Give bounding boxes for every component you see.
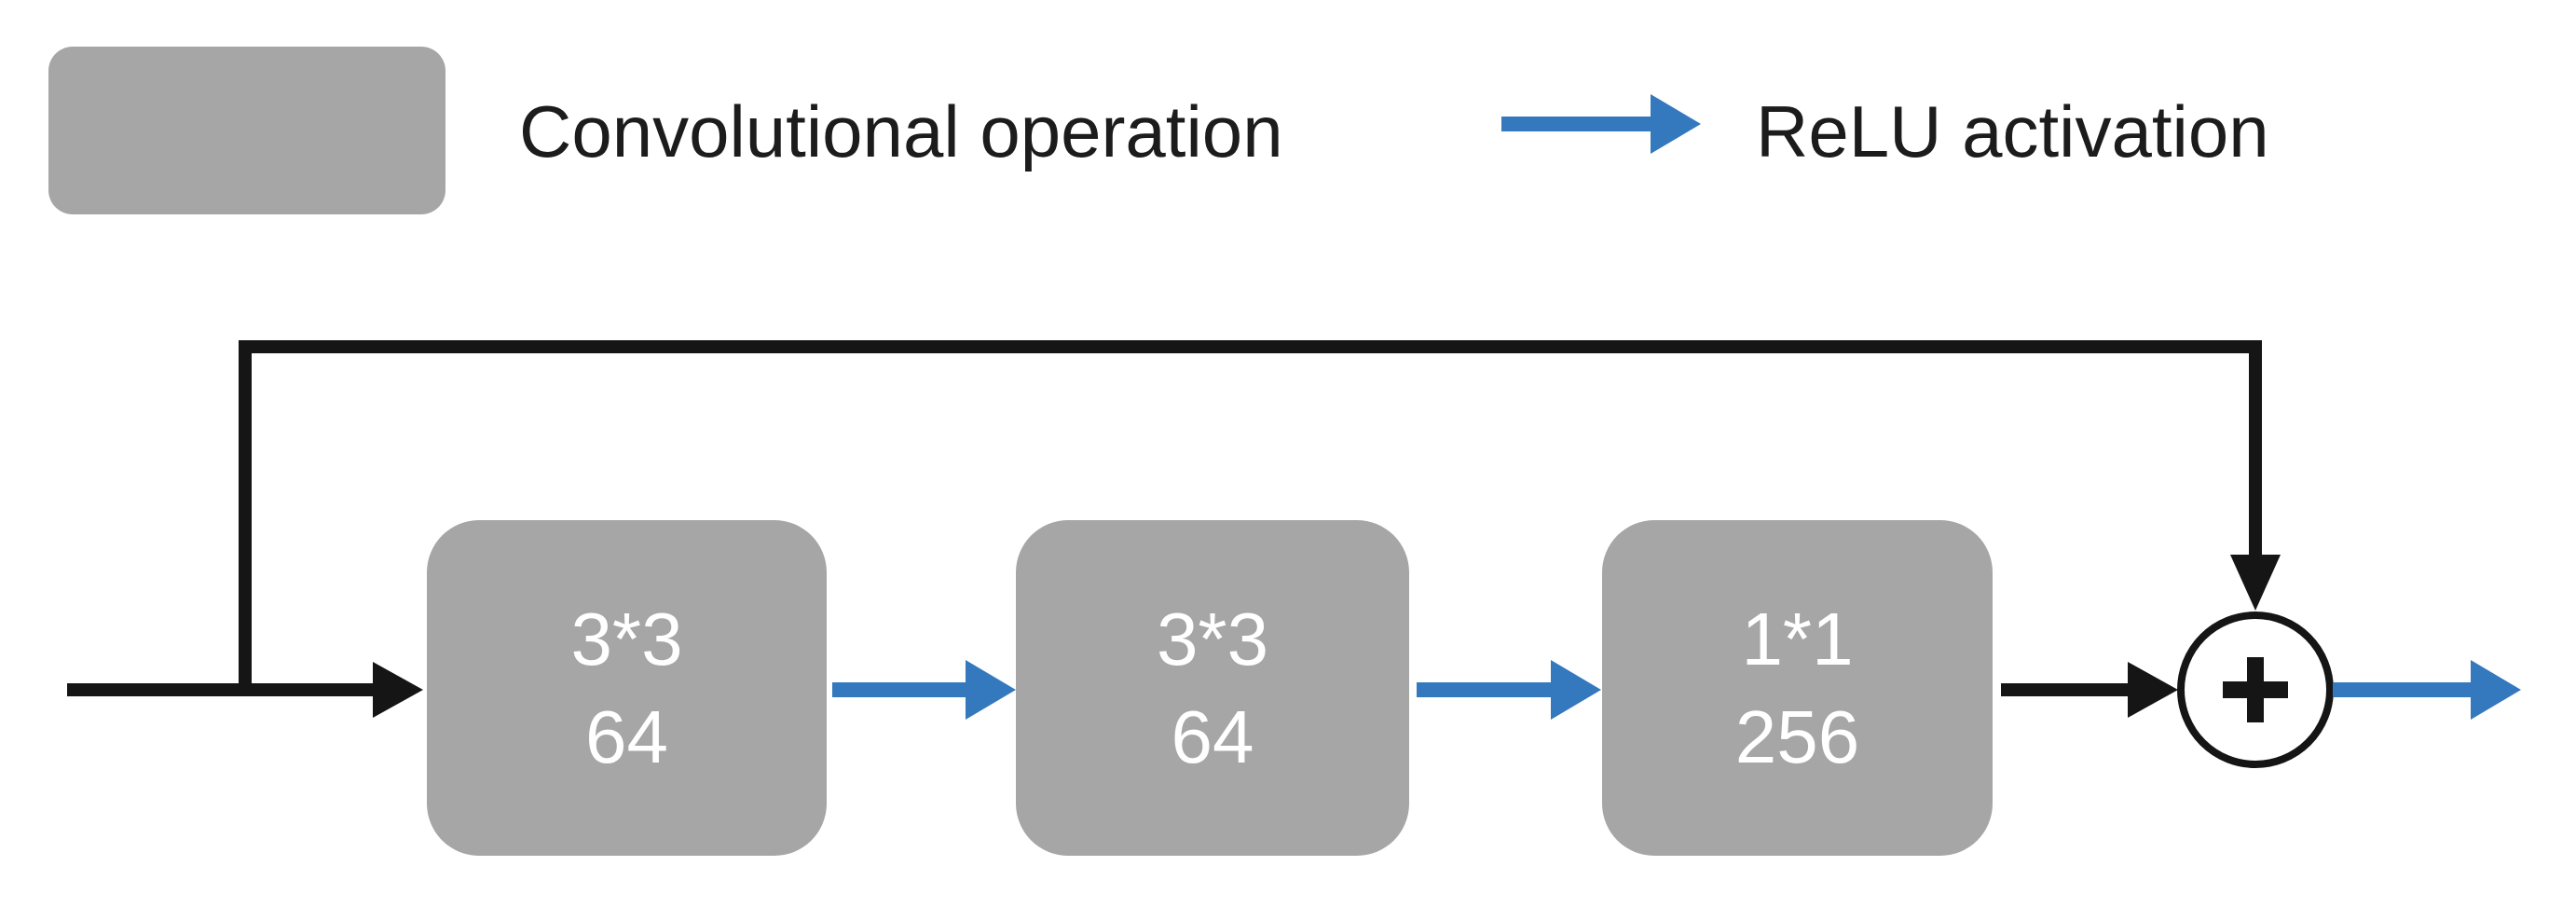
- conv-box-3x3-64-second: 3*3 64: [1016, 520, 1409, 856]
- relu-arrow-icon: [1501, 117, 1652, 131]
- to-sum-arrow-line: [2001, 683, 2130, 696]
- skip-connection-drop-line: [2249, 340, 2262, 557]
- conv-box-kernel-label: 1*1: [1741, 598, 1854, 680]
- relu-arrow-1-line: [832, 682, 967, 697]
- conv-box-kernel-label: 3*3: [1156, 598, 1269, 680]
- conv-box-1x1-256: 1*1 256: [1602, 520, 1993, 856]
- relu-arrow-2-head-icon: [1551, 660, 1601, 720]
- conv-box-channels-label: 64: [1171, 695, 1254, 778]
- plus-icon: [2247, 657, 2264, 722]
- relu-arrow-head-icon: [1651, 94, 1701, 154]
- skip-connection-top-line: [239, 340, 2262, 353]
- conv-box-channels-label: 64: [585, 695, 668, 778]
- skip-arrow-head-icon: [2230, 555, 2281, 611]
- legend-relu-label: ReLU activation: [1756, 90, 2269, 172]
- relu-arrow-1-head-icon: [966, 660, 1016, 720]
- output-arrow-head-icon: [2471, 660, 2521, 720]
- conv-box-3x3-64-first: 3*3 64: [427, 520, 827, 856]
- relu-arrow-2-line: [1417, 682, 1553, 697]
- conv-box-channels-label: 256: [1734, 695, 1860, 778]
- output-arrow-line: [2333, 682, 2473, 697]
- conv-box-kernel-label: 3*3: [570, 598, 683, 680]
- skip-connection-riser-line: [239, 340, 252, 696]
- input-arrow-line: [67, 683, 375, 696]
- to-sum-arrow-head-icon: [2128, 662, 2178, 718]
- conv-box-swatch: [48, 47, 445, 214]
- input-arrow-head-icon: [373, 662, 423, 718]
- legend-conv-label: Convolutional operation: [519, 90, 1283, 172]
